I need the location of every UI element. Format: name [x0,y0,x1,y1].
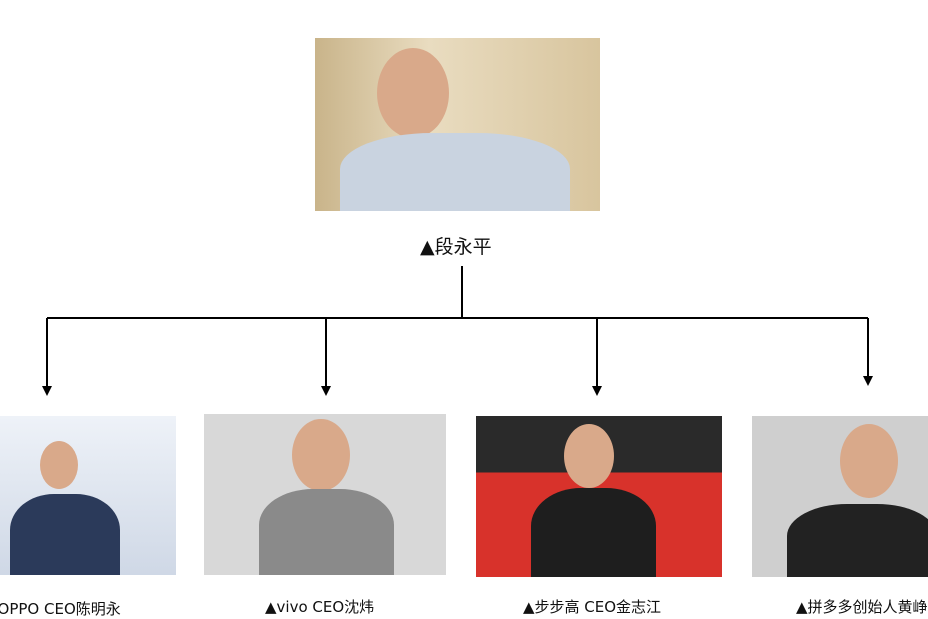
child-caption-vivo: ▲vivo CEO沈炜 [265,598,375,616]
root-caption: ▲段永平 [420,236,492,258]
child-photo-vivo [204,414,446,575]
person-body [340,133,570,211]
child-caption-bbk: ▲步步高 CEO金志江 [523,598,662,616]
child-photo-oppo [0,416,176,575]
person-head [564,424,614,488]
person-body [10,494,120,575]
person-head [377,48,449,138]
person-body [259,489,394,575]
child-photo-pdd [752,416,928,577]
person-body [787,504,928,577]
person-head [292,419,350,491]
root-photo [315,38,600,211]
person-body [531,488,656,577]
person-head [40,441,78,489]
child-photo-bbk [476,416,722,577]
child-caption-pdd: ▲拼多多创始人黄峥 [796,598,928,616]
person-head [840,424,898,498]
child-caption-oppo: ▲OPPO CEO陈明永 [0,600,121,618]
